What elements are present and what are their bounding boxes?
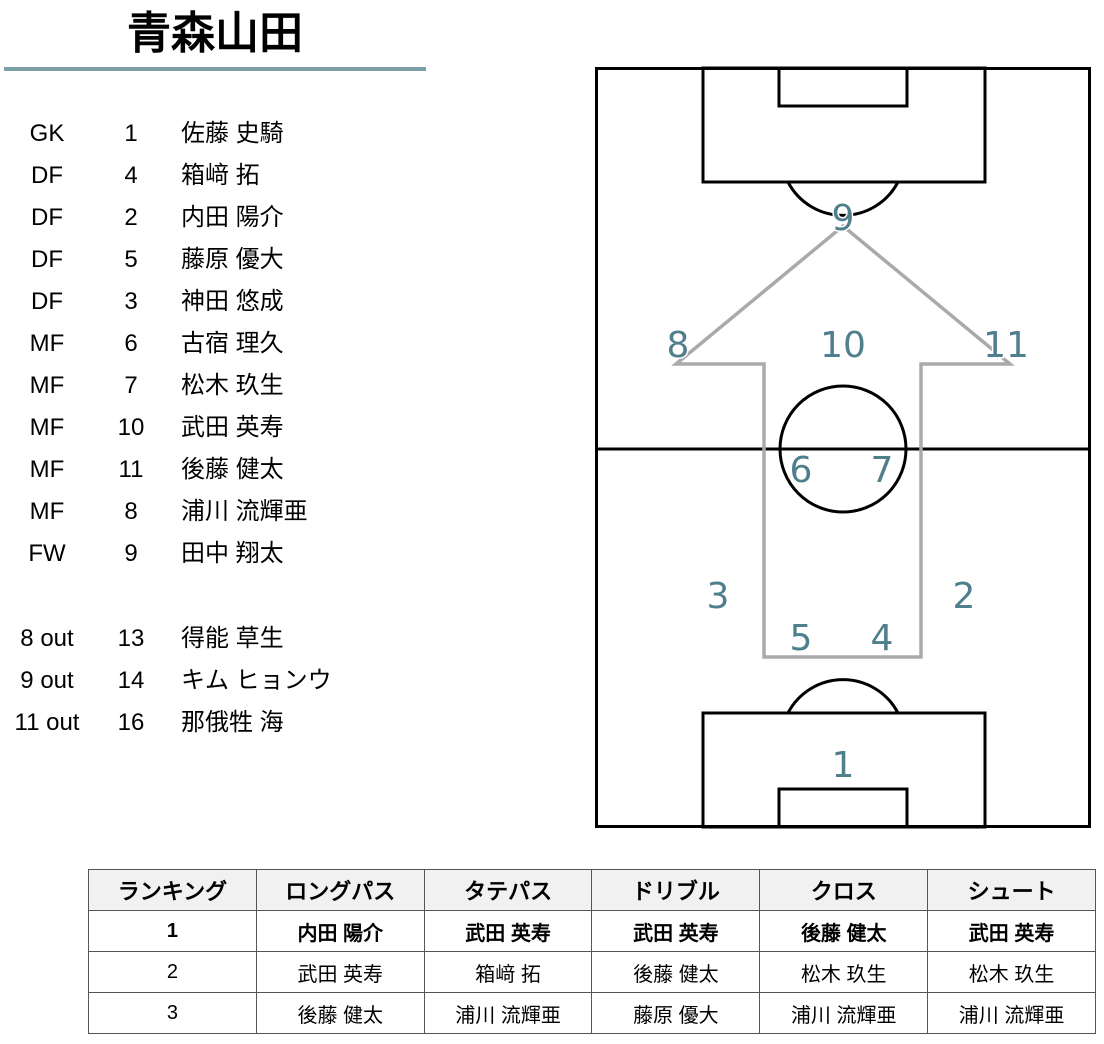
table-cell: 武田 英寿 — [255, 951, 425, 993]
player-name: 那俄牲 海 — [181, 709, 284, 736]
player-name: 古宿 理久 — [181, 330, 284, 357]
player-name: 武田 英寿 — [181, 414, 284, 441]
team-title: 青森山田 — [127, 9, 303, 58]
table-cell: 松木 玖生 — [927, 951, 1096, 993]
shirt-number: 5 — [124, 246, 138, 273]
position: DF — [31, 162, 63, 189]
position: MF — [29, 498, 65, 525]
player-marker: 7 — [871, 450, 894, 491]
player-name: 神田 悠成 — [181, 288, 284, 315]
column-header: シュート — [927, 869, 1096, 911]
top-goal-area — [777, 66, 909, 108]
column-header: タテパス — [423, 869, 593, 911]
table-cell: 後藤 健太 — [591, 951, 761, 993]
table-cell: 内田 陽介 — [255, 910, 425, 952]
position: FW — [28, 540, 66, 567]
player-name: 松木 玖生 — [181, 372, 284, 399]
position: MF — [29, 330, 65, 357]
bottom-goal-area — [777, 787, 909, 829]
player-name: 内田 陽介 — [181, 204, 284, 231]
position: 11 out — [14, 709, 80, 736]
table-cell: 浦川 流輝亜 — [927, 992, 1096, 1034]
player-name: 田中 翔太 — [181, 540, 284, 567]
player-marker: 5 — [790, 618, 813, 659]
shirt-number: 11 — [118, 456, 144, 483]
player-name: キム ヒョンウ — [181, 667, 332, 694]
player-marker: 2 — [953, 576, 976, 617]
player-marker: 9 — [832, 198, 855, 239]
formation-arrow — [671, 223, 1015, 659]
title-divider — [4, 67, 426, 71]
pitch-lines — [595, 66, 1091, 829]
player-name: 得能 草生 — [181, 625, 284, 652]
player-marker: 1 — [832, 745, 855, 786]
position: MF — [29, 372, 65, 399]
table-cell: 松木 玖生 — [759, 951, 929, 993]
shirt-number: 13 — [117, 625, 145, 652]
player-name: 箱﨑 拓 — [181, 162, 260, 189]
player-marker: 3 — [707, 576, 730, 617]
column-header: ドリブル — [591, 869, 761, 911]
bottom-penalty-arc — [786, 678, 900, 714]
table-cell: 3 — [88, 992, 257, 1034]
position: GK — [29, 120, 65, 147]
table-cell: 箱﨑 拓 — [423, 951, 593, 993]
table-cell: 武田 英寿 — [423, 910, 593, 952]
position: DF — [31, 246, 63, 273]
position: 9 out — [20, 667, 74, 694]
table-cell: 藤原 優大 — [591, 992, 761, 1034]
shirt-number: 4 — [124, 162, 138, 189]
player-marker: 11 — [983, 325, 1029, 366]
shirt-number: 3 — [124, 288, 138, 315]
player-marker: 8 — [667, 325, 690, 366]
shirt-number: 6 — [124, 330, 138, 357]
shirt-number: 9 — [124, 540, 138, 567]
player-name: 藤原 優大 — [181, 246, 284, 273]
player-name: 佐藤 史騎 — [181, 120, 284, 147]
shirt-number: 14 — [117, 667, 145, 694]
shirt-number: 1 — [124, 120, 138, 147]
shirt-number: 16 — [117, 709, 145, 736]
position: 8 out — [20, 625, 74, 652]
table-cell: 2 — [88, 951, 257, 993]
position: MF — [29, 456, 65, 483]
player-marker: 6 — [790, 450, 813, 491]
shirt-number: 8 — [124, 498, 138, 525]
column-header: ロングパス — [255, 869, 425, 911]
column-header: クロス — [759, 869, 929, 911]
position: DF — [31, 204, 63, 231]
column-header: ランキング — [88, 869, 257, 911]
table-cell: 武田 英寿 — [591, 910, 761, 952]
top-penalty-box — [701, 66, 987, 184]
player-name: 後藤 健太 — [181, 456, 284, 483]
formation-pitch: 9 8 10 11 6 7 3 2 5 4 1 — [595, 66, 1091, 829]
top-penalty-arc — [786, 181, 900, 217]
table-cell: 浦川 流輝亜 — [759, 992, 929, 1034]
player-marker: 10 — [820, 325, 866, 366]
table-cell: 後藤 健太 — [255, 992, 425, 1034]
player-name: 浦川 流輝亜 — [181, 498, 308, 525]
table-cell: 後藤 健太 — [759, 910, 929, 952]
shirt-number: 10 — [117, 414, 145, 441]
position: MF — [29, 414, 65, 441]
table-cell: 武田 英寿 — [927, 910, 1096, 952]
shirt-number: 2 — [124, 204, 138, 231]
table-cell: 浦川 流輝亜 — [423, 992, 593, 1034]
position: DF — [31, 288, 63, 315]
shirt-number: 7 — [124, 372, 138, 399]
center-circle — [778, 384, 908, 514]
table-cell: 1 — [88, 910, 257, 952]
player-marker: 4 — [871, 618, 894, 659]
